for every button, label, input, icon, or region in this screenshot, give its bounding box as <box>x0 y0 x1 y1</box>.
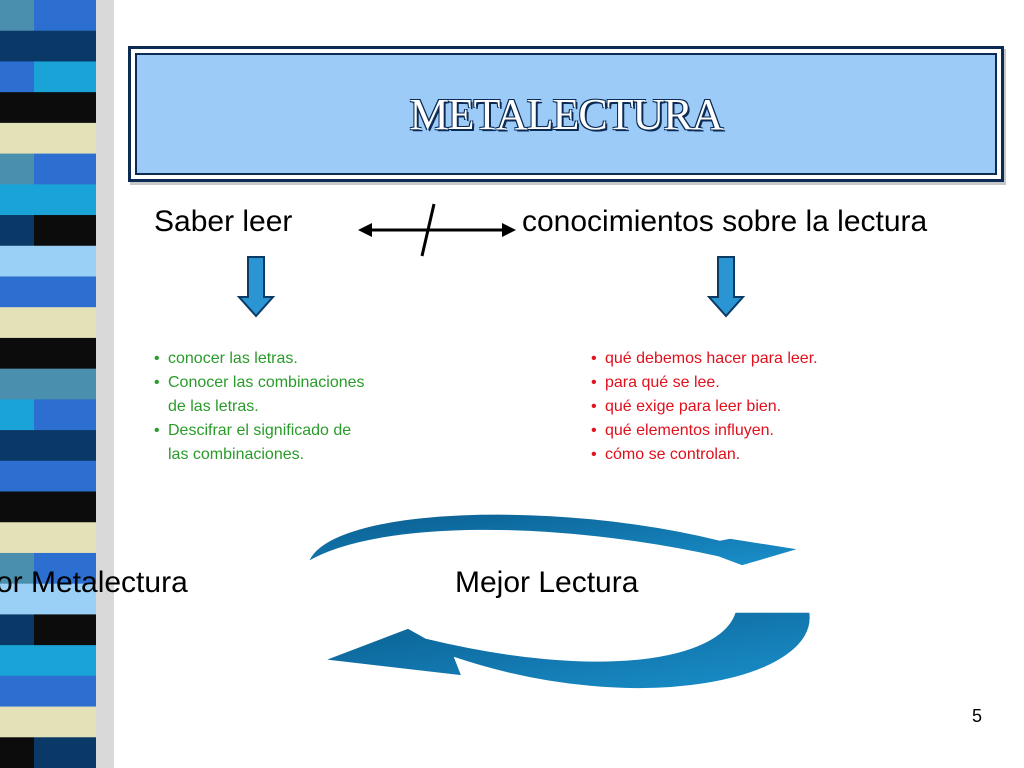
down-arrow-icon-right <box>706 256 746 318</box>
list-item: Conocer las combinaciones de las letras. <box>154 371 374 419</box>
list-item: cómo se controlan. <box>591 443 911 467</box>
list-item: qué exige para leer bien. <box>591 395 911 419</box>
cycle-arrow-bottom <box>323 611 811 690</box>
left-heading: Saber leer <box>154 205 293 238</box>
list-item: conocer las letras. <box>154 347 374 371</box>
left-bullet-list: conocer las letras. Conocer las combinac… <box>154 347 374 467</box>
slide-title: METALECTURA <box>409 89 723 139</box>
list-item: qué elementos influyen. <box>591 419 911 443</box>
page-number: 5 <box>972 706 983 726</box>
down-arrow-icon-left <box>236 256 276 318</box>
list-item: Descifrar el significado de las combinac… <box>154 419 374 467</box>
list-item: para qué se lee. <box>591 371 911 395</box>
cycle-right-label: Mejor Lectura <box>455 566 639 599</box>
right-heading: conocimientos sobre la lectura <box>522 205 928 238</box>
cycle-arrow-top <box>306 513 801 567</box>
not-equal-double-arrow <box>358 203 516 257</box>
right-bullet-list: qué debemos hacer para leer. para qué se… <box>591 347 911 467</box>
title-banner: METALECTURA <box>135 53 997 175</box>
title-box: METALECTURA <box>128 46 1004 182</box>
decorative-stripe-bar <box>0 0 114 768</box>
cycle-left-label: or Metalectura <box>0 566 188 599</box>
list-item: qué debemos hacer para leer. <box>591 347 911 371</box>
